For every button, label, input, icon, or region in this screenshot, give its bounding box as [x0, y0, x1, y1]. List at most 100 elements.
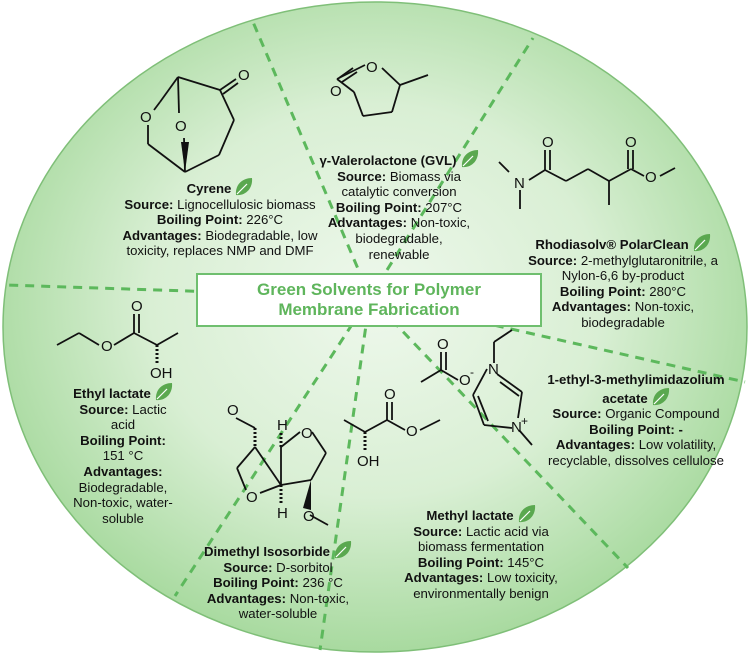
methyl-lactate-atom-O-ester: O [406, 423, 418, 440]
ethyl-lactate-atom-OH: OH [150, 365, 173, 382]
polarclean-bp: 280°C [649, 283, 687, 299]
gvl-bp: 207°C [425, 199, 463, 215]
polarclean-atom-O-ester: O [645, 169, 657, 186]
methyl-lactate-source-2: biomass fermentation [417, 539, 545, 555]
leaf-icon [235, 178, 254, 196]
polarclean-atom-O-carbonyl: O [625, 134, 637, 151]
ethyl-lactate-card: Ethyl lactate Source: Lactic acid Boilin… [58, 383, 188, 526]
cyrene-adv-2: toxicity, replaces NMP and DMF [126, 243, 314, 259]
dmi-bp: 236 °C [302, 575, 343, 591]
polarclean-adv-2: biodegradable [581, 314, 665, 330]
polarclean-source-label: Source: [528, 252, 578, 268]
dmi-atom-O-methoxy-top: O [227, 402, 239, 419]
emim-acetate-structure [420, 329, 533, 446]
gvl-card: γ-Valerolactone (GVL) Source: Biomass vi… [305, 150, 493, 262]
diagram-title-line-2: Membrane Fabrication [278, 300, 460, 319]
cyrene-atom-O-ketone: O [238, 67, 250, 84]
emim-atom-O-carbonyl: O [437, 336, 449, 353]
polarclean-source-2: Nylon-6,6 by-product [561, 268, 685, 284]
gvl-source-2: catalytic conversion [341, 184, 457, 200]
cyrene-adv-label: Advantages: [122, 227, 202, 243]
emim-atom-N3: N [511, 419, 522, 436]
emim-adv-2: recyclable, dissolves cellulose [548, 452, 724, 468]
polarclean-atom-O-amide: O [542, 134, 554, 151]
ethyl-lactate-source-1: Lactic [132, 401, 167, 417]
leaf-icon [155, 383, 173, 401]
emim-atom-N1: N [488, 361, 499, 378]
cyrene-structure [147, 76, 239, 173]
methyl-lactate-adv-label: Advantages: [404, 570, 484, 586]
emim-adv-label: Advantages: [555, 437, 636, 453]
emim-acetate-card: 1-ethyl-3-methylimidazolium acetate Sour… [530, 372, 742, 469]
emim-bp-label: Boiling Point: [589, 421, 675, 437]
methyl-lactate-atom-O-carbonyl: O [384, 386, 396, 403]
gvl-atom-O-carbonyl: O [330, 83, 342, 100]
leaf-icon [652, 387, 670, 406]
leaf-icon [517, 505, 536, 523]
methyl-lactate-adv-2: environmentally benign [413, 585, 549, 601]
emim-source: Organic Compound [605, 406, 720, 422]
ethyl-lactate-bp-label: Boiling Point: [80, 432, 166, 448]
ethyl-lactate-structure [56, 314, 179, 363]
emim-name-2: acetate [602, 390, 648, 406]
gvl-name: γ-Valerolactone (GVL) [319, 153, 457, 168]
dmi-adv-2: water-soluble [238, 606, 318, 622]
dmi-bp-label: Boiling Point: [213, 575, 299, 591]
gvl-bp-label: Boiling Point: [335, 199, 422, 215]
diagram-title: Green Solvents for Polymer Membrane Fabr… [257, 280, 481, 320]
polarclean-adv-label: Advantages: [551, 299, 632, 315]
cyrene-source: Lignocellulosic biomass [177, 196, 316, 212]
emim-source-label: Source: [552, 406, 602, 422]
dmi-atom-H-top: H [277, 417, 288, 434]
emim-atom-O-anion: O [459, 372, 471, 389]
cyrene-name: Cyrene [186, 181, 232, 196]
cyrene-atom-O-bridge: O [175, 118, 187, 135]
ethyl-lactate-adv-2: Non-toxic, water- [73, 495, 173, 511]
emim-name-1: 1-ethyl-3-methylimidazolium [547, 372, 725, 387]
gvl-atom-O-ring: O [366, 59, 378, 76]
cyrene-adv-1: Biodegradable, low [205, 227, 318, 243]
ethyl-lactate-bp: 151 °C [102, 448, 144, 464]
gvl-source-label: Source: [337, 168, 387, 184]
cyrene-bp: 226°C [246, 212, 284, 228]
methyl-lactate-bp-label: Boiling Point: [417, 554, 504, 570]
dmi-source-label: Source: [223, 559, 273, 575]
polarclean-source-1: 2-methylglutaronitrile, a [580, 252, 718, 268]
ethyl-lactate-adv-3: soluble [102, 510, 144, 526]
ethyl-lactate-source-2: acid [110, 417, 136, 433]
methyl-lactate-source-1: Lactic acid via [465, 523, 549, 539]
methyl-lactate-bp: 145°C [507, 554, 545, 570]
ethyl-lactate-atom-O-ester: O [101, 338, 113, 355]
methyl-lactate-source-label: Source: [413, 523, 463, 539]
dmi-name: Dimethyl Isosorbide [203, 544, 331, 559]
methyl-lactate-name: Methyl lactate [426, 508, 514, 523]
diagram-title-line-1: Green Solvents for Polymer [257, 280, 481, 299]
methyl-lactate-structure [343, 402, 441, 450]
dmi-adv-label: Advantages: [206, 590, 287, 606]
ethyl-lactate-source-label: Source: [79, 401, 129, 417]
cyrene-atom-O-ring: O [140, 109, 152, 126]
leaf-icon [692, 234, 711, 252]
ethyl-lactate-atom-O-carbonyl: O [131, 298, 143, 315]
gvl-adv-2: biodegradable, [355, 230, 443, 246]
dmi-atom-O-methoxy-bottom: O [303, 508, 315, 525]
ethyl-lactate-name: Ethyl lactate [73, 386, 151, 401]
dmi-atom-O-ring-top: O [301, 425, 313, 442]
methyl-lactate-adv-1: Low toxicity, [486, 570, 558, 586]
gvl-structure [336, 64, 429, 117]
dmi-source: D-sorbitol [276, 559, 333, 575]
methyl-lactate-atom-OH: OH [357, 453, 380, 470]
gvl-adv-3: renewable [368, 246, 430, 262]
polarclean-atom-N: N [514, 175, 525, 192]
polarclean-structure [498, 150, 676, 209]
polarclean-bp-label: Boiling Point: [559, 283, 646, 299]
ethyl-lactate-adv-label: Advantages: [83, 463, 163, 479]
cyrene-source-label: Source: [124, 196, 174, 212]
emim-charge-plus: + [521, 414, 528, 428]
polarclean-adv-1: Non-toxic, [634, 299, 695, 315]
dmi-atom-O-ring-bottom: O [246, 489, 258, 506]
methyl-lactate-card: Methyl lactate Source: Lactic acid via b… [397, 505, 565, 602]
diagram-title-box: Green Solvents for Polymer Membrane Fabr… [196, 273, 542, 327]
